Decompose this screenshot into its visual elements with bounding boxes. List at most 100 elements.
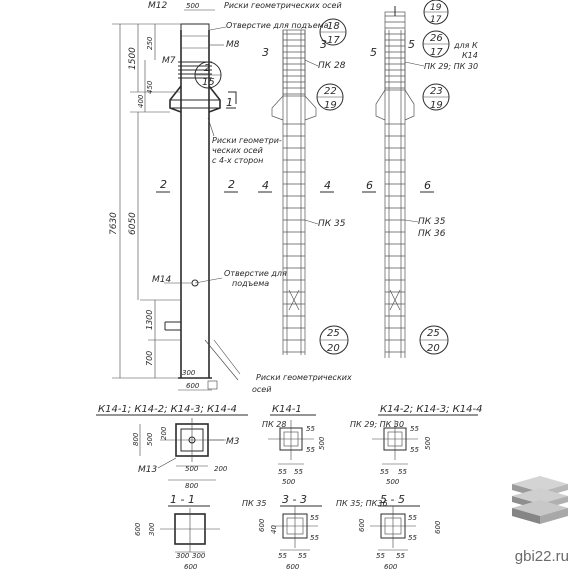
cage-label-pk36: ПК 36	[418, 229, 446, 239]
dim-k14-200b: 200	[214, 465, 228, 473]
dim-450: 450	[146, 80, 154, 94]
dim-700: 700	[145, 351, 154, 366]
dim-s11-600b: 600	[184, 563, 198, 571]
dim-pk28-55d: 55	[294, 468, 303, 476]
dim-400: 400	[137, 94, 145, 108]
dim-s11-300a: 300	[176, 552, 190, 560]
dim-pk28-500b: 500	[282, 478, 296, 486]
svg-text:17: 17	[430, 47, 443, 58]
label-risks-axes-4: Риски геометри-	[212, 136, 282, 145]
callout-bubble-26-17: 26 17	[422, 30, 450, 58]
dim-pk29-55d: 55	[398, 468, 407, 476]
dim-s55-600: 600	[358, 518, 366, 532]
dim-pk28-55b: 55	[306, 446, 315, 454]
title-s11: 1 - 1	[170, 493, 195, 506]
cage-label-pk28: ПК 28	[318, 61, 346, 71]
dim-k14-500: 500	[146, 432, 154, 446]
svg-text:17: 17	[327, 35, 340, 46]
dim-pk28-500: 500	[318, 436, 326, 450]
dim-pk29-500b: 500	[386, 478, 400, 486]
callout-bubble-25-20b: 25 20	[419, 325, 449, 355]
svg-text:25: 25	[427, 328, 440, 339]
title-k14-all: К14-1; К14-2; К14-3; К14-4	[98, 404, 237, 415]
svg-text:23: 23	[430, 86, 443, 97]
title-k14-1: К14-1	[272, 404, 302, 415]
dim-s11-300: 300	[148, 522, 156, 536]
svg-text:подъема: подъема	[232, 279, 269, 288]
svg-text:с 4-х сторон: с 4-х сторон	[212, 156, 263, 165]
svg-text:17: 17	[430, 15, 442, 25]
dim-k14-500b: 500	[185, 465, 199, 473]
dim-1300: 1300	[145, 310, 154, 330]
dim-s33-40: 40	[270, 525, 278, 534]
dim-pk28-55c: 55	[278, 468, 287, 476]
dim-k14-800: 800	[132, 432, 140, 446]
callout-bubble-2-15: 2 15	[194, 61, 222, 89]
section-number-3a: 3	[262, 46, 269, 59]
section-row-bottom: 1 - 1 3 - 3 5 - 5 600 300 300 300 600 ПК…	[134, 493, 442, 571]
dim-500-top: 500	[186, 2, 200, 10]
callout-bubble-18-17: 18 17	[319, 18, 347, 46]
title-s33: 3 - 3	[282, 493, 307, 506]
dim-k14-200: 200	[160, 426, 168, 440]
dim-s33-55a: 55	[310, 514, 319, 522]
label-risks-axes: Риски геометрических осей	[224, 1, 342, 10]
dim-s11-300b: 300	[192, 552, 206, 560]
dim-pk29-55a: 55	[410, 425, 419, 433]
dim-k14-800b: 800	[185, 482, 199, 490]
label-m14: M14	[152, 275, 171, 285]
dim-pk28-55a: 55	[306, 425, 315, 433]
title-pk35-36: ПК 35; ПК36	[336, 499, 388, 508]
dim-total-7630: 7630	[109, 212, 119, 235]
svg-text:26: 26	[430, 33, 443, 44]
svg-text:19: 19	[430, 3, 442, 13]
svg-text:22: 22	[324, 86, 337, 97]
dim-s33-600: 600	[258, 518, 266, 532]
dim-s55-55a: 55	[408, 514, 417, 522]
cage-label-pk35: ПК 35	[318, 219, 346, 229]
dim-6050: 6050	[128, 212, 138, 235]
section-number-5b: 5	[408, 38, 415, 51]
svg-text:20: 20	[327, 343, 340, 354]
svg-text:19: 19	[324, 100, 337, 111]
dim-s55-600b: 600	[384, 563, 398, 571]
title-pk28: ПК 28	[262, 420, 286, 429]
dim-600: 600	[186, 382, 200, 390]
dim-s33-55b: 55	[310, 534, 319, 542]
svg-text:18: 18	[327, 21, 340, 32]
title-s55: 5 - 5	[380, 493, 405, 506]
column-elevation: M12 500 Риски геометрических осей Отверс…	[109, 1, 352, 394]
dim-s33-600b: 600	[286, 563, 300, 571]
title-pk29-30: ПК 29; ПК 30	[350, 420, 404, 429]
callout-bubble-22-19: 22 19	[316, 83, 344, 111]
label-risks-bottom: Риски геометрических	[256, 373, 352, 382]
dim-s33-55d: 55	[298, 552, 307, 560]
svg-text:15: 15	[202, 77, 215, 88]
cage-label-for-k: для К	[453, 41, 478, 50]
dim-s11-600: 600	[134, 522, 142, 536]
dim-pk29-55c: 55	[380, 468, 389, 476]
title-pk35: ПК 35	[242, 499, 266, 508]
section-row-top: К14-1; К14-2; К14-3; К14-4 К14-1 К14-2; …	[96, 404, 482, 490]
dim-250: 250	[146, 36, 154, 50]
svg-text:25: 25	[327, 328, 340, 339]
cage-label-pk29-30: ПК 29; ПК 30	[424, 62, 478, 71]
svg-text:2: 2	[204, 63, 210, 74]
section-number-4a: 4	[262, 179, 269, 192]
svg-text:19: 19	[430, 100, 443, 111]
label-m3: M3	[226, 437, 240, 447]
dim-s55-55b: 55	[408, 534, 417, 542]
dim-pk29-500: 500	[424, 436, 432, 450]
dim-s55-55c: 55	[376, 552, 385, 560]
cage-label-k14: К14	[462, 51, 478, 60]
watermark-text[interactable]: gbi22.ru	[514, 548, 569, 565]
dim-s55-600c: 600	[434, 520, 442, 534]
svg-text:ческих осей: ческих осей	[212, 146, 263, 155]
section-number-3b: 3	[320, 38, 327, 51]
section-number-6a: 6	[366, 179, 373, 192]
callout-bubble-19-17: 19 17	[423, 0, 449, 25]
title-k14-234: К14-2; К14-3; К14-4	[380, 404, 482, 415]
callout-bubble-25-20a: 25 20	[319, 325, 349, 355]
svg-text:20: 20	[427, 343, 440, 354]
